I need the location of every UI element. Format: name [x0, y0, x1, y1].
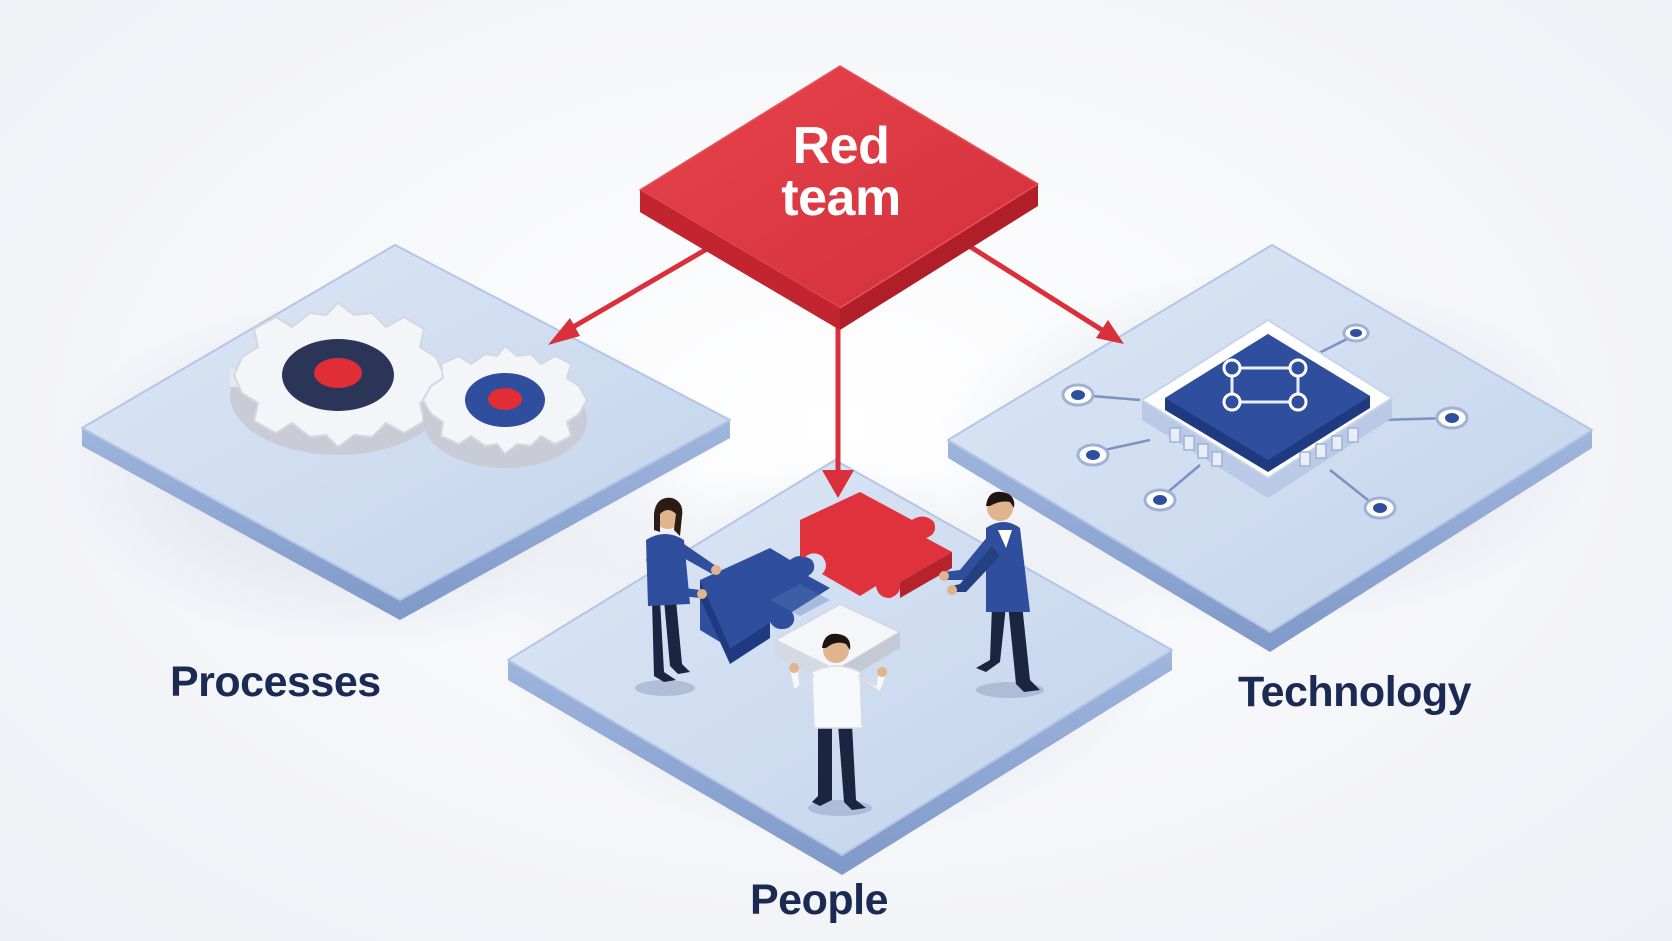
people-label: People: [750, 876, 889, 924]
red-team-title-line2: team: [781, 169, 901, 227]
arrow-to-processes: [548, 243, 715, 345]
person-man-right-figure: [939, 491, 1044, 698]
red-team-node: [639, 65, 1039, 330]
gears-icon: [230, 302, 588, 468]
red-team-title: Red team: [686, 120, 996, 224]
processes-label: Processes: [170, 658, 381, 706]
red-team-title-line1: Red: [792, 117, 890, 175]
chip-circuit-icon: [1061, 318, 1469, 520]
technology-label: Technology: [1238, 668, 1472, 716]
arrow-to-technology: [963, 241, 1124, 344]
person-man-center-figure: [789, 633, 887, 816]
arrow-to-people: [822, 315, 854, 498]
person-woman-figure: [635, 497, 721, 696]
